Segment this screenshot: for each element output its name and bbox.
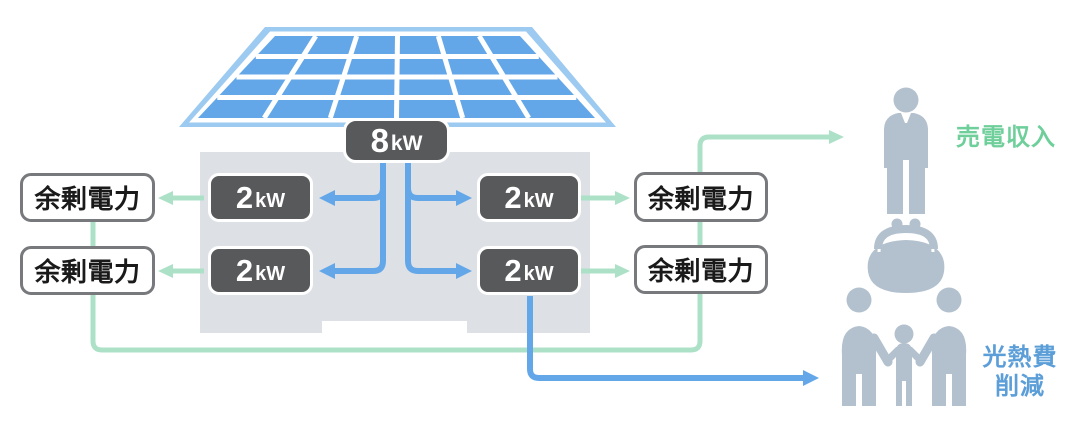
- flow-line-surplus-to-sale: [90, 130, 844, 353]
- capacity-unit: kW: [390, 132, 423, 155]
- family-icon: [841, 287, 967, 406]
- capacity-value: 2: [235, 180, 254, 215]
- capacity-value: 2: [235, 253, 254, 288]
- flow-arrow-dist-left-lower: [319, 158, 386, 279]
- surplus-power-badge: 余剰電力: [634, 245, 768, 294]
- capacity-unit: kW: [255, 189, 286, 212]
- capacity-unit: kW: [523, 189, 554, 212]
- sell-income-label: 売電収入: [956, 124, 1056, 151]
- capacity-value: 2: [504, 253, 522, 288]
- capacity-value: 2: [504, 180, 522, 215]
- cost-saving-label: 光熱費 削減: [975, 343, 1065, 401]
- capacity-unit: kW: [523, 262, 554, 285]
- capacity-value: 8: [370, 122, 389, 159]
- cost-saving-label-line1: 光熱費: [982, 344, 1058, 371]
- cost-saving-label-line2: 削減: [995, 373, 1045, 400]
- flow-arrow-self-consumption: [527, 296, 819, 386]
- surplus-power-badge: 余剰電力: [20, 246, 155, 295]
- businessman-icon: [884, 87, 928, 214]
- capacity-unit: kW: [255, 262, 286, 285]
- flow-arrow-dist-right-lower: [405, 158, 472, 279]
- surplus-power-badge: 余剰電力: [20, 173, 155, 222]
- coin-purse-icon: [867, 218, 945, 293]
- surplus-power-badge: 余剰電力: [634, 172, 768, 222]
- solar-panel-icon: [179, 27, 616, 127]
